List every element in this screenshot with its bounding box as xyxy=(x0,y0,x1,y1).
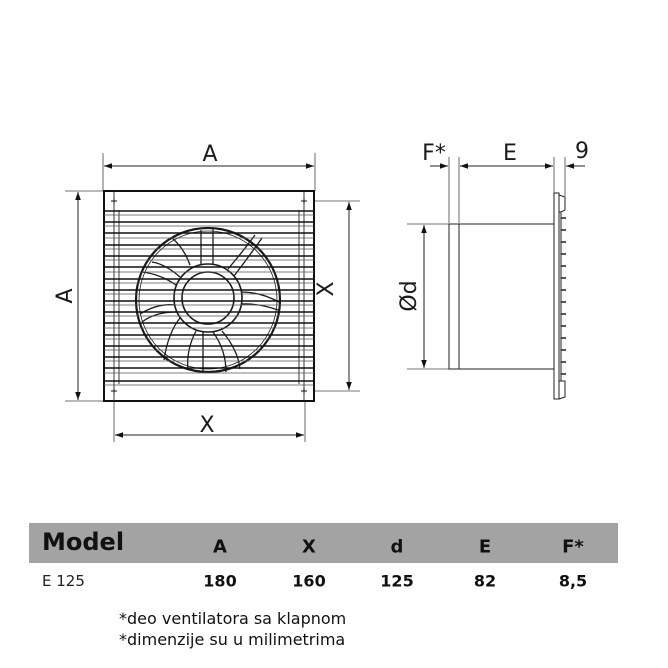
cell-model: E 125 xyxy=(42,572,85,590)
header-d: d xyxy=(390,536,404,558)
table-row: E 125 180 160 125 82 8,5 xyxy=(29,563,618,599)
dimension-lines xyxy=(75,163,352,438)
header-f: F* xyxy=(562,536,584,558)
label-x-right: X xyxy=(314,281,339,296)
grille xyxy=(103,190,315,402)
side-view: F* E 9 Ød xyxy=(397,139,589,400)
footnote-flap: *deo ventilatora sa klapnom xyxy=(119,609,347,628)
label-a-top: A xyxy=(202,142,217,167)
cell-e: 82 xyxy=(473,571,497,591)
footnotes: *deo ventilatora sa klapnom *dimenzije s… xyxy=(119,608,346,650)
cell-f: 8,5 xyxy=(558,571,588,591)
header-e: E xyxy=(478,536,492,558)
cell-d: 125 xyxy=(380,571,414,591)
front-view: A A X X xyxy=(53,142,360,442)
header-x: X xyxy=(302,536,316,558)
label-a-left: A xyxy=(53,288,78,303)
label-9: 9 xyxy=(575,139,589,164)
label-x-bottom: X xyxy=(199,413,214,438)
cell-a: 180 xyxy=(203,571,237,591)
label-d: Ød xyxy=(397,280,422,311)
grille-slats xyxy=(104,210,314,382)
label-f: F* xyxy=(422,141,446,166)
fan-body-side xyxy=(448,192,566,400)
cell-x: 160 xyxy=(292,571,326,591)
header-model: Model xyxy=(42,527,125,556)
label-e: E xyxy=(503,141,517,166)
header-a: A xyxy=(213,536,227,558)
footnote-units: *dimenzije su u milimetrima xyxy=(119,630,346,649)
screw-holes xyxy=(111,198,307,394)
spec-table: Model A X d E F* E 125 180 160 125 82 8,… xyxy=(29,523,618,599)
table-header: Model A X d E F* xyxy=(29,523,618,563)
